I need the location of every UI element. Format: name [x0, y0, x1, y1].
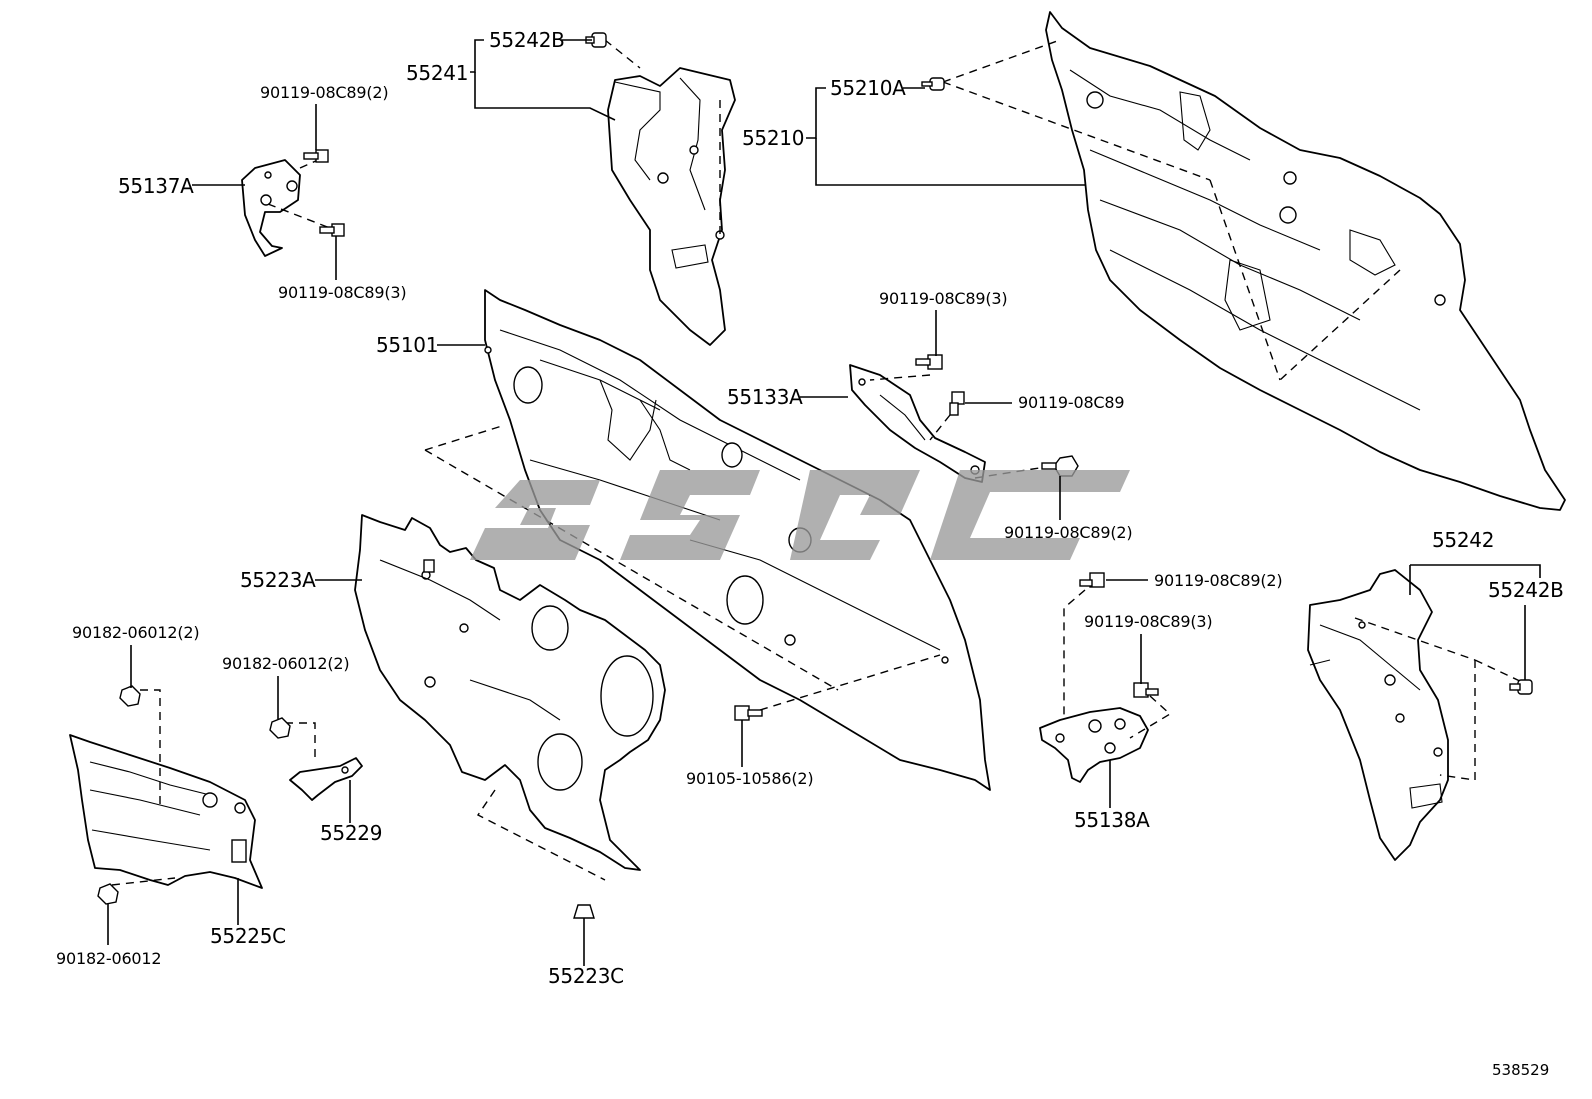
part-55138A: [1039, 707, 1149, 783]
part-55229: [289, 757, 363, 801]
watermark-logo: [470, 470, 1130, 560]
callout-90119-3-right: 90119-08C89(3): [1084, 612, 1212, 631]
callout-90119-2-mid: 90119-08C89(2): [1004, 523, 1132, 542]
callout-55242B-right: 55242B: [1488, 578, 1564, 602]
clip-55223C-icon: [573, 904, 595, 919]
part-55242: [1307, 569, 1449, 861]
part-55133A: [849, 364, 986, 483]
callout-55223C: 55223C: [548, 964, 624, 988]
nut-90182-left-icon: [119, 685, 141, 707]
callout-90119-3-mid: 90119-08C89(3): [879, 289, 1007, 308]
bolt-90105-icon: [734, 705, 763, 721]
callout-90119-2-right: 90119-08C89(2): [1154, 571, 1282, 590]
callout-55133A: 55133A: [727, 385, 803, 409]
part-55223A: [354, 514, 666, 871]
callout-55101: 55101: [376, 333, 438, 357]
callout-55229: 55229: [320, 821, 382, 845]
part-55210: [1045, 11, 1566, 511]
bolt-90119-right2-icon: [1079, 572, 1105, 588]
callout-90119-mid: 90119-08C89: [1018, 393, 1124, 412]
bolt-90119-top-icon: [303, 149, 329, 163]
callout-90182-2-mid: 90182-06012(2): [222, 654, 349, 673]
diagram-reference-number: 538529: [1492, 1061, 1549, 1079]
callout-55242: 55242: [1432, 528, 1494, 552]
bolt-90119-right3-icon: [1133, 682, 1159, 698]
callout-55210A: 55210A: [830, 76, 906, 100]
part-55225C: [69, 734, 263, 889]
callout-90119-3-left: 90119-08C89(3): [278, 283, 406, 302]
nut-90182-mid-icon: [269, 717, 291, 739]
nut-90182-single-icon: [97, 883, 119, 905]
clip-55210A-icon: [921, 77, 945, 91]
bolt-90119-mid-icon: [949, 391, 965, 416]
part-55137A: [241, 159, 301, 257]
callout-55223A: 55223A: [240, 568, 316, 592]
part-55241: [607, 67, 736, 346]
callout-90182-single: 90182-06012: [56, 949, 161, 968]
callout-55225C: 55225C: [210, 924, 286, 948]
clip-55242B-right-icon: [1509, 679, 1533, 695]
bolt-90119-mid3-icon: [915, 354, 943, 370]
callout-90119-2-top: 90119-08C89(2): [260, 83, 388, 102]
callout-55138A: 55138A: [1074, 808, 1150, 832]
callout-55242B-top: 55242B: [489, 28, 565, 52]
bolt-90119-left-icon: [319, 223, 345, 237]
callout-90105: 90105-10586(2): [686, 769, 813, 788]
callout-90182-2-left: 90182-06012(2): [72, 623, 199, 642]
callout-55241: 55241: [406, 61, 468, 85]
callout-55210: 55210: [742, 126, 804, 150]
callout-55137A: 55137A: [118, 174, 194, 198]
